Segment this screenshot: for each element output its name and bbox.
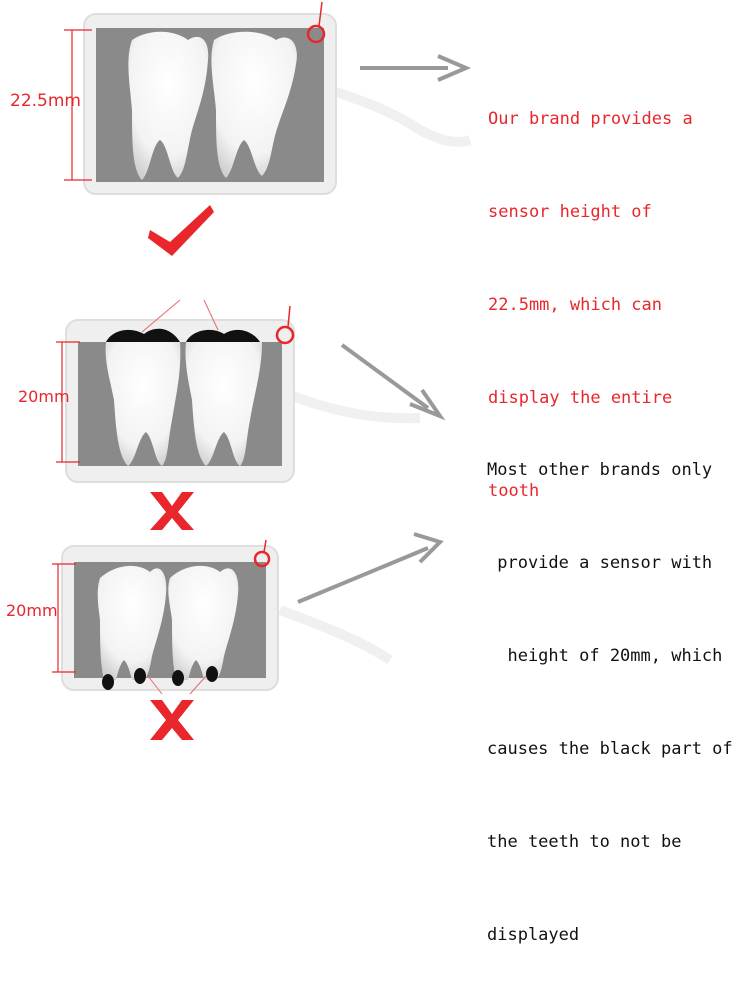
tooth [128, 31, 209, 180]
sensor-cable [328, 85, 472, 147]
arrow-top [360, 54, 472, 82]
cropped-root [206, 666, 218, 682]
cropped-root [134, 668, 146, 684]
dimension-label: 20mm [6, 601, 58, 620]
marker-circle [253, 550, 271, 568]
pointer-line [203, 299, 219, 331]
marker-line [318, 1, 323, 27]
dimension-label: 22.5mm [10, 91, 81, 111]
pointer-line [141, 299, 181, 333]
sensor-bottom: 20mm [6, 539, 393, 740]
sensor-top: 22.5mm [10, 1, 472, 256]
pointer-line [189, 675, 207, 695]
sensor-cable [288, 390, 421, 424]
cropped-crown [186, 329, 260, 342]
arrow-bottom [297, 532, 444, 604]
tooth [105, 342, 181, 466]
pointer-line [147, 675, 163, 695]
tooth [185, 342, 262, 466]
tooth [211, 31, 297, 178]
cross-icon [150, 492, 194, 530]
tooth [168, 565, 239, 680]
arrow-middle [340, 343, 446, 421]
marker-circle [306, 24, 326, 44]
cropped-root [172, 670, 184, 686]
check-icon [148, 205, 214, 256]
caption-our-brand: Our brand provides a sensor height of 22… [488, 109, 693, 501]
cross-icon [150, 700, 194, 740]
tooth [97, 565, 167, 680]
marker-line [263, 539, 267, 553]
comparison-diagram: 22.5mm 20mm [6, 1, 472, 740]
dimension-label: 20mm [18, 387, 70, 406]
marker-circle [275, 325, 295, 345]
marker-line [287, 305, 291, 328]
sensor-cable [278, 605, 393, 665]
caption-other-brands: Most other brands only provide a sensor … [487, 460, 733, 945]
cropped-crown [106, 328, 180, 342]
cropped-root [102, 674, 114, 690]
sensor-middle: 20mm [18, 299, 421, 530]
